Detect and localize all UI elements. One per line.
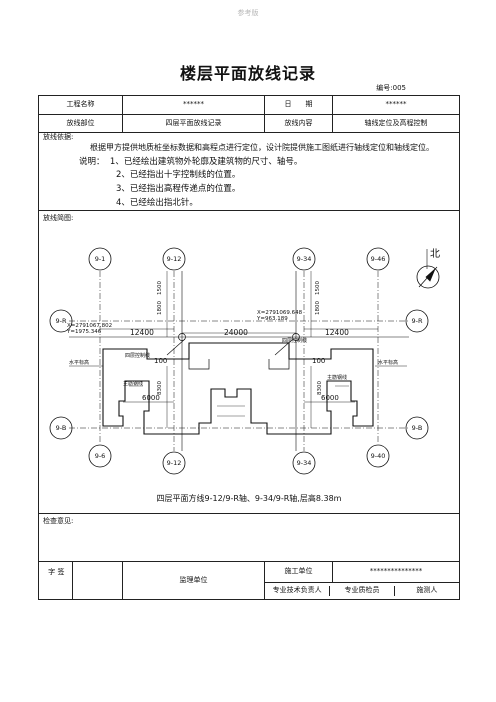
dim-6000-a: 6000 <box>142 394 160 402</box>
document-title: 楼层平面放线记录 <box>179 64 316 83</box>
axis-bubble-side: 9-R <box>56 317 67 325</box>
axis-bubble-side: 9-R <box>412 317 423 325</box>
axis-bubble-bottom: 9-40 <box>371 452 386 460</box>
sign-roles: 专业技术负责人 专业质检员 施测人 <box>265 586 459 596</box>
axis-bubble-bottom: 9-34 <box>297 459 312 467</box>
surveyor-label: 施测人 <box>416 586 438 595</box>
document-code: 编号:005 <box>376 84 406 92</box>
dim-1800-b: 1800 <box>315 301 321 315</box>
check-opinion-label: 检查意见: <box>43 517 74 526</box>
coord-right-x: X=2791069.648 <box>257 310 303 316</box>
dim-100-a: 100 <box>154 357 167 365</box>
notes-label: 说明： <box>79 156 105 167</box>
label-control-right: 四层控制线 <box>282 337 307 344</box>
note-item: 4、已经绘出指北针。 <box>116 197 198 208</box>
quality-inspector-label: 专业质检员 <box>329 586 395 596</box>
check-opinion-cell: 检查意见: <box>38 513 460 563</box>
note-item: 3、已经指出高程传递点的位置。 <box>116 184 241 195</box>
basis-cell: 放线依据: 根据甲方提供地质桩坐标数据和高程点进行定位，设计院提供施工图纸进行轴… <box>38 131 460 212</box>
dim-1500-a: 1500 <box>157 281 163 295</box>
tech-lead-label: 专业技术负责人 <box>265 586 331 596</box>
axis-bubble-top: 9-1 <box>95 255 106 263</box>
label-steel-left: 主筋钢线 <box>123 380 143 387</box>
axis-bubble-top: 9-12 <box>167 255 182 263</box>
label-level-right: 水平标高 <box>378 359 398 366</box>
axis-bubble-top: 9-46 <box>371 255 386 263</box>
north-arrow-icon: 北 <box>416 248 440 289</box>
project-name-value: ****** <box>122 95 265 115</box>
dim-100-b: 100 <box>312 357 325 365</box>
sign-label-cell: 签字 <box>38 561 123 601</box>
watermark: 参考版 <box>237 9 259 17</box>
layout-content-value: 轴线定位及高程控制 <box>332 114 460 133</box>
sketch-cell: 放线简图: 北 <box>38 210 460 515</box>
sketch-caption: 四层平面方线9-12/9-R轴、9-34/9-R轴,层高8.38m <box>156 494 342 504</box>
axis-bubble-side: 9-B <box>412 424 423 432</box>
sign-label: 签字 <box>39 562 74 600</box>
floor-plan-sketch: 北 <box>49 247 440 475</box>
dim-8300-b: 8300 <box>317 381 323 395</box>
dim-1800-a: 1800 <box>157 301 163 315</box>
dim-12400-left: 12400 <box>130 328 154 337</box>
dim-12400-right: 12400 <box>325 328 349 337</box>
date-value: ****** <box>332 95 460 115</box>
project-name-label: 工程名称 <box>38 95 123 115</box>
axis-bubble-bottom: 9-6 <box>95 452 106 460</box>
note-item: 1、已经绘出建筑物外轮廓及建筑物的尺寸、轴号。 <box>109 156 303 167</box>
label-steel-right: 主筋钢线 <box>327 374 347 381</box>
dim-6000-b: 6000 <box>321 394 339 402</box>
axis-bubble-side: 9-B <box>56 424 67 432</box>
coord-left-y: Y=1975.346 <box>66 329 102 335</box>
dim-8300-a: 8300 <box>157 381 163 395</box>
notes-list: 说明： 1、已经绘出建筑物外轮廓及建筑物的尺寸、轴号。 2、已经指出十字控制线的… <box>43 156 455 210</box>
label-control-left: 四层控制线 <box>125 352 150 359</box>
sketch-label: 放线简图: <box>43 214 74 223</box>
layout-part-label: 放线部位 <box>38 114 123 133</box>
axis-bubble-top: 9-34 <box>297 255 312 263</box>
record-form: 工程名称 ****** 日 期 ****** 放线部位 四层平面放线记录 放线内… <box>38 95 460 601</box>
coord-right-y: Y=963.189 <box>256 316 288 322</box>
sign-roles-cell: 专业技术负责人 专业质检员 施测人 <box>264 581 460 601</box>
sketch-area: 放线简图: 北 <box>39 211 459 513</box>
label-level-left: 水平标高 <box>69 359 89 366</box>
layout-part-value: 四层平面放线记录 <box>122 114 265 133</box>
supervisor-label: 监理单位 <box>122 561 265 601</box>
date-label: 日 期 <box>264 95 333 115</box>
note-item: 2、已经指出十字控制线的位置。 <box>116 170 241 181</box>
basis-text: 根据甲方提供地质桩坐标数据和高程点进行定位，设计院提供施工图纸进行轴线定位和轴线… <box>90 143 434 153</box>
north-label: 北 <box>430 248 440 260</box>
axis-bubble-bottom: 9-12 <box>167 459 182 467</box>
coord-left-x: X=2791067.802 <box>67 323 112 329</box>
dim-1500-b: 1500 <box>315 281 321 295</box>
contractor-label: 施工单位 <box>264 561 333 583</box>
basis-label: 放线依据: <box>43 133 74 141</box>
layout-content-label: 放线内容 <box>264 114 333 133</box>
contractor-value: *************** <box>332 561 460 583</box>
dim-24000: 24000 <box>224 328 248 337</box>
